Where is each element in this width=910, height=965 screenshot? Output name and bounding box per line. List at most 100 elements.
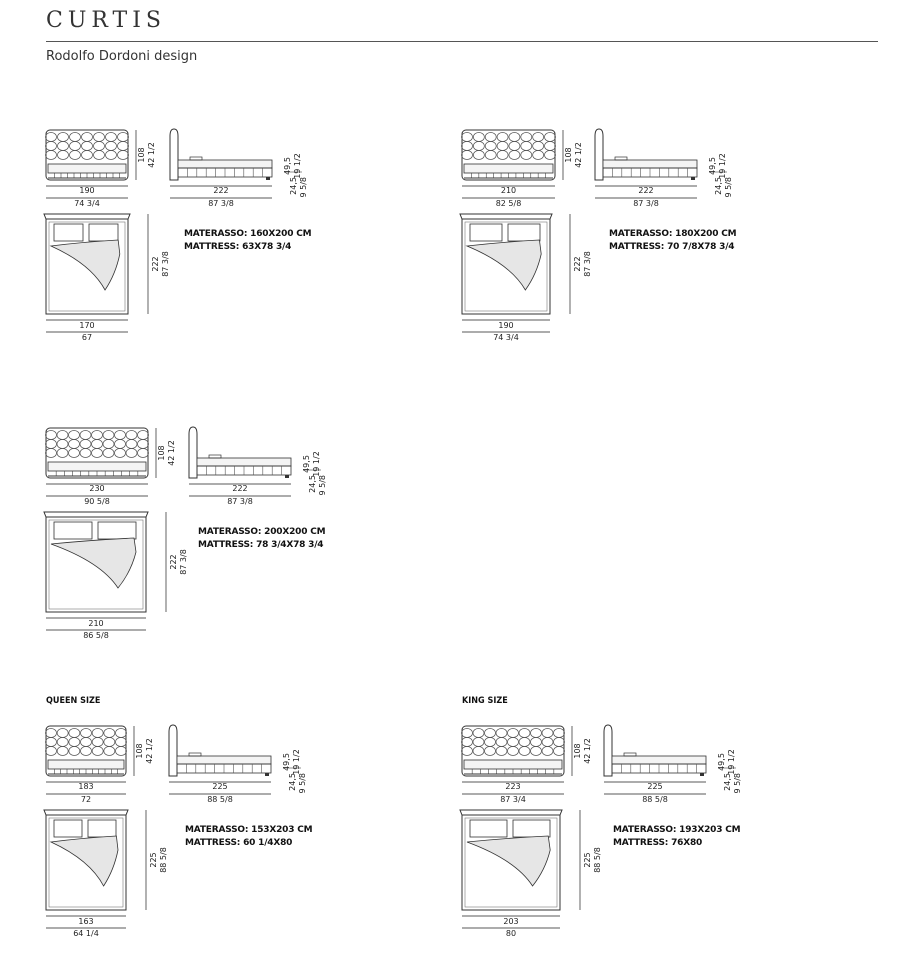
top-mattress [48,817,124,908]
side-headboard [594,128,604,181]
top-mattress [48,519,144,610]
size-label: KING SIZE [462,696,508,706]
front-height-in: 42 1/2 [167,440,176,466]
quilt-cell [102,430,115,440]
side-length-cm: 222 [638,186,653,195]
front-width-in: 87 3/4 [500,795,526,804]
quilt-cell [91,746,104,756]
side-mattress [177,159,273,169]
quilt-cell [530,746,542,756]
top-width-cm: 203 [503,917,518,926]
quilt-cell [57,132,69,142]
quilt-cell [125,439,138,449]
side-height2-in: 9 5/8 [318,475,327,496]
quilt-cell [520,150,533,160]
pillow-left [53,223,84,242]
side-foot [700,773,704,776]
quilt-cell [520,132,533,142]
side-height2-cm: 24,5 [288,773,297,791]
quilt-cell [69,150,81,160]
folded-duvet [465,239,542,291]
quilt-cell [496,132,509,142]
quilt-cell [56,448,69,458]
pillow-left [53,819,83,838]
side-length-in: 88 5/8 [207,795,233,804]
quilt-cell [93,141,105,151]
quilt-cell [518,728,531,738]
mattress-size: MATTRESS: 70 7/8X78 3/4 [609,242,735,252]
side-pillow [208,454,222,459]
quilt-cell [532,150,544,160]
quilt-cell [473,132,485,142]
quilt-cell [79,448,92,458]
side-pillow [188,752,202,757]
side-headboard [169,128,179,181]
quilt-cell [45,448,57,458]
quilt-cell [553,737,565,747]
product-title: CURTIS [46,8,166,33]
quilt-cell [80,746,92,756]
top-bed-outline [45,218,129,315]
front-height-cm: 108 [135,743,144,758]
quilt-cell [91,430,103,440]
side-height2-cm: 24,5 [723,773,732,791]
quilt-cell [69,132,81,142]
pillow-left [469,223,503,242]
side-height1-cm: 49,5 [302,455,311,473]
top-length-in: 87 3/8 [179,549,188,575]
quilt-cell [137,448,149,458]
side-height2-cm: 24,5 [289,177,298,195]
front-width-in: 74 3/4 [74,199,100,208]
side-length-cm: 222 [213,186,228,195]
side-length-in: 87 3/8 [227,497,253,506]
side-pillow [189,156,203,161]
quilt-cell [532,141,544,151]
top-bed-outline [45,814,127,911]
quilt-cell [484,132,497,142]
quilt-cell [68,439,80,449]
quilt-cell [508,132,521,142]
side-height2-cm: 24,5 [308,475,317,493]
quilt-cell [45,132,57,142]
quilt-cell [81,132,93,142]
side-length-cm: 222 [232,484,247,493]
quilt-cell [91,737,104,747]
top-bed-outline [461,218,551,315]
quilt-cell [484,737,496,747]
quilt-cell [105,132,117,142]
pillow-right [97,521,137,540]
quilt-cell [507,728,519,738]
quilt-cell [484,150,497,160]
top-length-in: 88 5/8 [159,847,168,873]
quilt-cell [137,439,149,449]
quilt-cell [518,737,531,747]
side-height1-cm: 49,5 [283,157,292,175]
top-length-in: 87 3/8 [583,251,592,277]
top-width-in: 74 3/4 [493,333,519,342]
side-foot [266,177,270,180]
pillow-right [512,819,551,838]
side-height1-in: 19 1/2 [292,749,301,775]
quilt-cell [45,430,57,440]
front-height-in: 42 1/2 [583,738,592,764]
front-mattress [463,163,554,174]
quilt-cell [56,728,69,738]
materasso-size: MATERASSO: 153X203 CM [185,825,313,835]
quilt-cell [461,132,473,142]
pillow-right [88,223,119,242]
side-length-cm: 225 [647,782,662,791]
quilt-cell [495,746,508,756]
quilt-cell [45,746,57,756]
side-mattress [196,457,292,467]
quilt-cell [79,430,92,440]
front-mattress [47,759,125,770]
top-width-cm: 163 [78,917,93,926]
quilt-cell [115,737,127,747]
front-height-in: 42 1/2 [145,738,154,764]
